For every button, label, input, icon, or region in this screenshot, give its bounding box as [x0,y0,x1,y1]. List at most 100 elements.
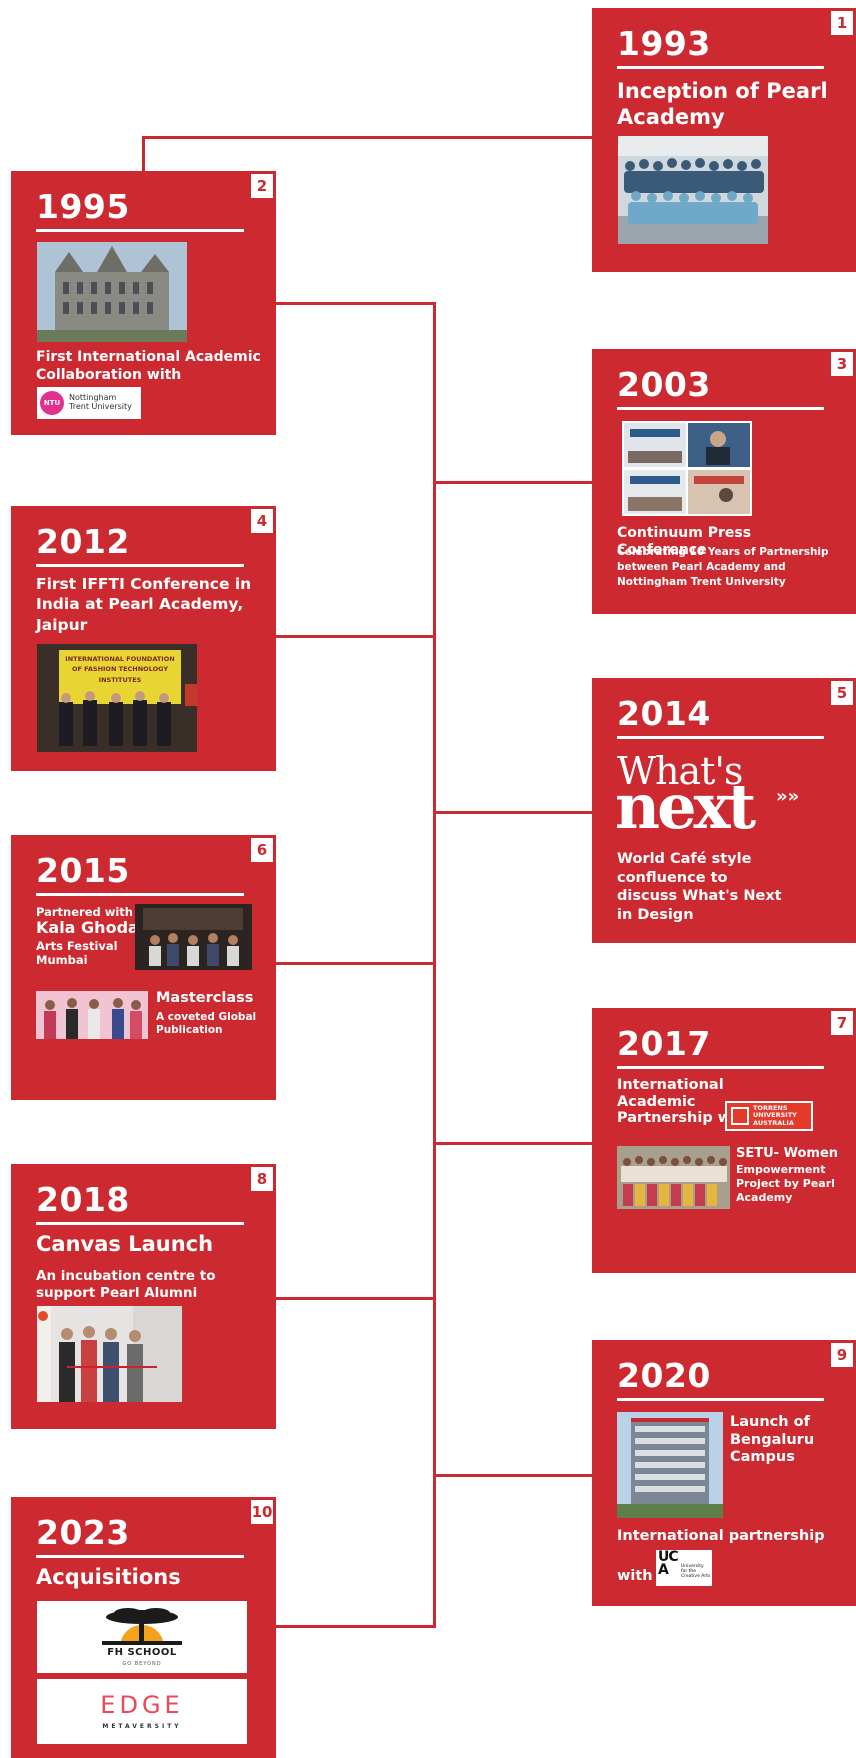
milestone-title: First IFFTI Conference in India at Pearl… [36,575,252,634]
torrens-logo: TORRENS UNIVERSITY AUSTRALIA [725,1101,813,1131]
milestone-title: Launch of Bengaluru Campus [730,1414,815,1466]
conference-photo: INTERNATIONAL FOUNDATION OF FASHION TECH… [37,644,197,752]
milestone-card-1993: 1 1993 Inception of Pearl Academy [592,8,856,272]
year-underline [617,1066,824,1069]
milestone-number: 4 [251,509,273,533]
milestone-title: First International Academic Collaborati… [36,349,261,383]
masterclass-photo [36,991,148,1039]
year-underline [36,893,244,896]
whats-next-arrows: »» [776,786,800,807]
year-underline [617,407,824,410]
uca-logo: UC A University for the Creative Arts [656,1550,712,1586]
milestone-number: 5 [831,681,853,705]
press-conference-photos [622,421,752,516]
torrens-icon [731,1107,749,1125]
year-underline [36,564,244,567]
fh-school-name: FH SCHOOL [107,1647,177,1658]
ntu-name: Nottingham Trent University [69,393,132,411]
milestone-number: 8 [251,1167,273,1191]
milestone-title: Canvas Launch [36,1232,214,1256]
ntu-mark: NTU [40,391,64,415]
year-underline [617,736,824,739]
setu-title: SETU- Women [736,1146,839,1161]
milestone-year: 2012 [36,522,130,561]
connector-line [276,635,436,638]
kala-ghoda: Kala Ghoda [36,918,139,937]
connector-line [433,1474,593,1477]
milestone-year: 1995 [36,187,130,226]
international-partnership: International partnership [617,1528,825,1544]
milestone-title: Acquisitions [36,1565,181,1589]
milestone-card-2023: 10 2023 Acquisitions FH SCHOOL GO BEYOND… [11,1497,276,1758]
milestone-card-2020: 9 2020 Launch of Bengaluru Campus Intern… [592,1340,856,1606]
milestone-title: World Café style confluence to discuss W… [617,851,782,923]
group-photo [618,136,768,244]
edge-name: EDGE [100,1691,184,1719]
milestone-card-2012: 4 2012 First IFFTI Conference in India a… [11,506,276,771]
edge-subtitle: METAVERSITY [102,1723,182,1730]
milestone-year: 2014 [617,694,711,733]
milestone-subtitle: Celebrating 10 Years of Partnership betw… [617,546,829,589]
milestone-title: Continuum Press Conference [617,525,752,559]
milestone-subtitle: An incubation centre to support Pearl Al… [36,1268,216,1302]
year-underline [36,229,244,232]
connector-line [433,811,593,814]
banner-text: INTERNATIONAL FOUNDATION OF FASHION TECH… [65,655,175,684]
fh-school-logo: FH SCHOOL GO BEYOND [37,1601,247,1673]
masterclass-title: Masterclass [156,990,254,1006]
connector-line [276,1297,436,1300]
year-underline [617,1398,824,1401]
milestone-card-1995: 2 1995 First International Academic Coll… [11,171,276,435]
partnered-with: Partnered with [36,905,133,919]
year-underline [36,1222,244,1225]
fh-school-tree-icon [102,1608,182,1645]
uca-mark: UC A [658,1549,679,1579]
milestone-number: 10 [251,1500,273,1524]
whats-next-logo-top: What's [617,749,743,793]
milestone-number: 2 [251,174,273,198]
milestone-card-2015: 6 2015 Partnered with Kala Ghoda Arts Fe… [11,835,276,1100]
year-underline [36,1555,244,1558]
canvas-launch-photo [37,1306,182,1402]
connector-line [142,136,145,172]
milestone-year: 2015 [36,851,130,890]
milestone-number: 6 [251,838,273,862]
edge-metaversity-logo: EDGE METAVERSITY [37,1679,247,1744]
fh-school-tagline: GO BEYOND [122,1661,162,1667]
milestone-title: International Academic Partnership with [617,1077,754,1127]
university-building-photo [37,242,187,342]
milestone-year: 2020 [617,1356,711,1395]
milestone-card-2014: 5 2014 What's next »» World Café style c… [592,678,856,943]
ntu-logo: NTU Nottingham Trent University [37,387,141,419]
connector-line [433,1142,593,1145]
milestone-number: 3 [831,352,853,376]
whats-next-logo-bottom: next [615,770,756,843]
milestone-card-2017: 7 2017 International Academic Partnershi… [592,1008,856,1273]
connector-line [276,302,436,305]
milestone-year: 2023 [36,1513,130,1552]
setu-subtitle: Empowerment Project by Pearl Academy [736,1163,835,1205]
torrens-name: TORRENS UNIVERSITY AUSTRALIA [753,1103,797,1127]
connector-line [276,1625,436,1628]
masterclass-subtitle: A coveted Global Publication [156,1011,257,1037]
milestone-number: 7 [831,1011,853,1035]
year-underline [617,66,824,69]
connector-line [276,962,436,965]
setu-photo [617,1146,730,1209]
connector-line [433,481,593,484]
milestone-card-2018: 8 2018 Canvas Launch An incubation centr… [11,1164,276,1429]
milestone-year: 2003 [617,365,711,404]
milestone-year: 1993 [617,24,711,63]
bengaluru-campus-photo [617,1412,723,1518]
milestone-number: 1 [831,11,853,35]
kala-ghoda-photo [135,904,252,970]
connector-line [142,136,594,139]
with-label: with [617,1568,653,1584]
arts-festival-mumbai: Arts Festival Mumbai [36,939,118,968]
milestone-year: 2017 [617,1024,711,1063]
milestone-card-2003: 3 2003 Continuum Press Conference Celebr… [592,349,856,614]
milestone-title: Inception of Pearl Academy [617,79,828,130]
milestone-number: 9 [831,1343,853,1367]
milestone-year: 2018 [36,1180,130,1219]
timeline-spine [433,302,436,1628]
